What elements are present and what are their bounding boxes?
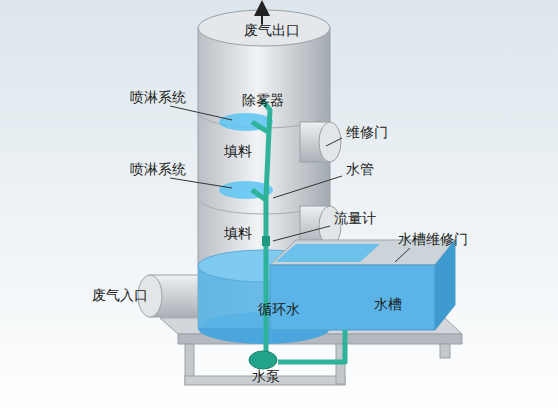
pump [249,351,277,369]
part-label: 循环水 [258,301,300,317]
part-label: 除雾器 [242,92,284,108]
maintenance-door [300,122,341,246]
part-label: 流量计 [334,210,376,226]
part-label: 喷淋系统 [130,89,186,105]
part-label: 维修门 [346,124,388,140]
flow-meter [262,236,270,246]
part-label: 水泵 [252,368,280,384]
part-label: 填料 [224,143,252,159]
part-label: 水槽维修门 [398,231,468,247]
part-label: 废气出口 [244,22,300,38]
water-pipe [252,100,345,362]
part-label: 喷淋系统 [130,161,186,177]
part-label: 水槽 [374,296,402,312]
part-label: 填料 [224,225,252,241]
part-label: 水管 [346,161,374,177]
leader-line [170,106,410,262]
part-label: 废气入口 [92,287,148,303]
